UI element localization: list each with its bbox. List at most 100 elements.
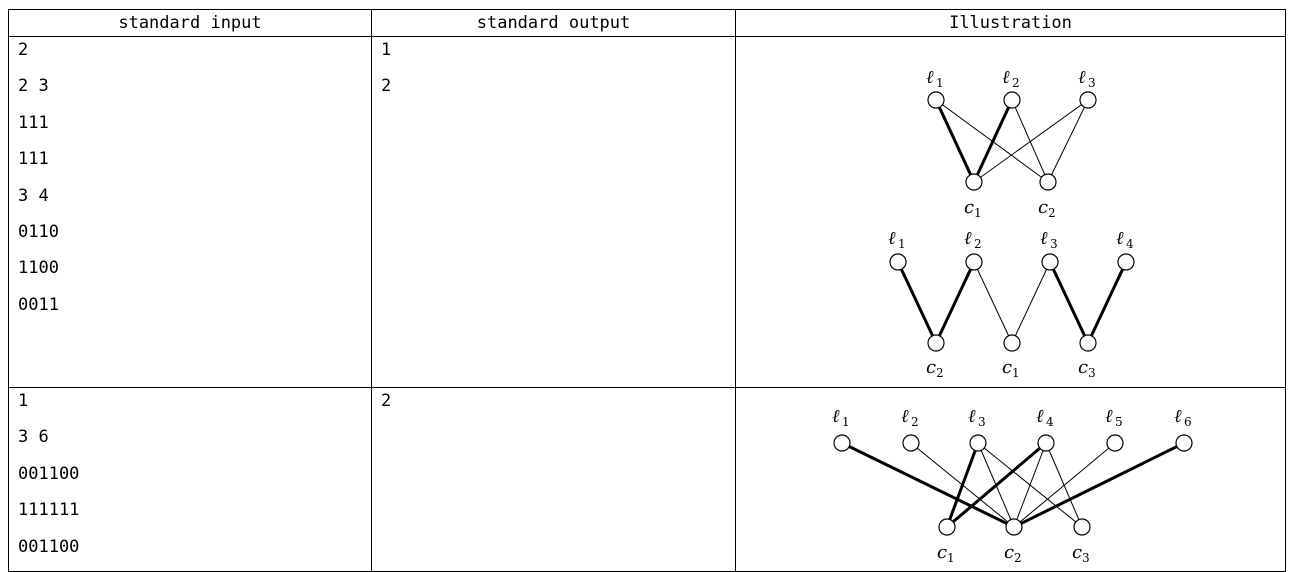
- graph-edge: [1011, 99, 1049, 183]
- line-node-label-subscript: 5: [1115, 415, 1123, 429]
- graph-edge: [972, 99, 1014, 183]
- graph-edge: [1086, 261, 1128, 344]
- graph-edge: [946, 441, 1047, 529]
- output-line: 2: [381, 391, 392, 411]
- line-node: [965, 253, 983, 271]
- sample-2-input: 1 3 6 001100 111111 001100: [9, 388, 371, 571]
- line-node-label: ℓ: [968, 406, 976, 427]
- line-node-label: ℓ: [1036, 406, 1044, 427]
- sample-1-input: 2 2 3 111 111 3 4 0110 1100 0011: [9, 37, 371, 329]
- column-node: [1039, 173, 1057, 191]
- line-node-label: ℓ: [1174, 406, 1182, 427]
- line-node-label: ℓ: [964, 228, 972, 249]
- input-line: 0110: [18, 221, 59, 242]
- sample-tests-table: standard input standard output Illustrat…: [8, 9, 1286, 572]
- line-node-label: ℓ: [1105, 406, 1113, 427]
- column-node-label: c: [937, 542, 947, 563]
- column-node: [1005, 518, 1023, 536]
- sample-2-output: 2: [372, 388, 735, 425]
- column-node-label: c: [1072, 542, 1082, 563]
- line-node-label: ℓ: [888, 228, 896, 249]
- input-line: 3 6: [18, 427, 49, 448]
- header-row: standard input standard output Illustrat…: [8, 9, 1286, 37]
- column-node: [1079, 334, 1097, 352]
- line-node-label: ℓ: [832, 406, 840, 427]
- graph-edge: [973, 99, 1089, 183]
- line-node: [927, 91, 945, 109]
- graph-edge: [934, 99, 976, 183]
- line-node: [1003, 91, 1021, 109]
- line-node: [1041, 253, 1059, 271]
- sample-1-output-cell: 1 2: [371, 36, 736, 388]
- column-node-label: c: [1078, 357, 1088, 378]
- line-node-label: ℓ: [1002, 67, 1010, 88]
- output-line: 2: [381, 76, 392, 97]
- line-node: [969, 434, 987, 452]
- line-node-label-subscript: 4: [1126, 237, 1134, 251]
- graph-edge: [1047, 99, 1089, 183]
- graph-edge: [1013, 442, 1047, 528]
- line-node: [902, 434, 920, 452]
- line-node-label-subscript: 2: [974, 237, 982, 251]
- input-line: 111: [18, 112, 49, 133]
- line-node: [1079, 91, 1097, 109]
- header-illustration: Illustration: [735, 9, 1286, 37]
- line-node-label: ℓ: [901, 406, 909, 427]
- line-node-label-subscript: 6: [1184, 415, 1192, 429]
- sample-2-input-cell: 1 3 6 001100 111111 001100: [8, 387, 372, 572]
- input-line: 1100: [18, 258, 59, 279]
- column-node: [965, 173, 983, 191]
- line-node-label-subscript: 3: [1088, 76, 1096, 90]
- line-node-label-subscript: 2: [911, 415, 919, 429]
- column-node: [927, 334, 945, 352]
- sample-row-1: 2 2 3 111 111 3 4 0110 1100 0011 1 2: [8, 36, 1286, 388]
- column-node-label: c: [1004, 542, 1014, 563]
- graph-edge: [1013, 441, 1185, 529]
- column-node-label-subscript: 1: [947, 551, 955, 565]
- line-node-label-subscript: 1: [936, 76, 944, 90]
- input-line: 2: [18, 40, 29, 60]
- line-node-label: ℓ: [1040, 228, 1048, 249]
- input-line: 3 4: [18, 185, 49, 206]
- column-node: [1003, 334, 1021, 352]
- line-node: [1175, 434, 1193, 452]
- column-node-label-subscript: 2: [1048, 206, 1056, 220]
- line-node: [1106, 434, 1124, 452]
- column-node-label: c: [964, 197, 974, 218]
- line-node-label-subscript: 3: [978, 415, 986, 429]
- graph-edge: [1013, 442, 1116, 528]
- column-node-label-subscript: 1: [1012, 366, 1020, 380]
- input-line: 0011: [18, 294, 59, 315]
- input-line: 2 3: [18, 76, 49, 97]
- output-line: 1: [381, 40, 392, 60]
- column-node-label-subscript: 3: [1088, 366, 1096, 380]
- header-standard-output: standard output: [371, 9, 736, 37]
- sample-1-input-cell: 2 2 3 111 111 3 4 0110 1100 0011: [8, 36, 372, 388]
- column-node: [938, 518, 956, 536]
- line-node-label: ℓ: [926, 67, 934, 88]
- line-node: [1117, 253, 1135, 271]
- graph-edge: [1011, 261, 1051, 344]
- input-line: 111111: [18, 500, 80, 521]
- line-node-label-subscript: 1: [842, 415, 850, 429]
- line-node: [889, 253, 907, 271]
- line-node-label-subscript: 3: [1050, 237, 1058, 251]
- graph-edge: [973, 261, 1013, 344]
- header-standard-input: standard input: [8, 9, 372, 37]
- input-line: 001100: [18, 463, 80, 484]
- line-node-label-subscript: 1: [898, 237, 906, 251]
- line-node-label: ℓ: [1078, 67, 1086, 88]
- input-line: 001100: [18, 536, 80, 557]
- input-line: 1: [18, 391, 29, 411]
- graph-edge: [841, 441, 1015, 529]
- line-node: [1037, 434, 1055, 452]
- graph-edge: [896, 261, 938, 344]
- column-node: [1073, 518, 1091, 536]
- column-node-label-subscript: 2: [936, 366, 944, 380]
- column-node-label: c: [926, 357, 936, 378]
- line-node: [833, 434, 851, 452]
